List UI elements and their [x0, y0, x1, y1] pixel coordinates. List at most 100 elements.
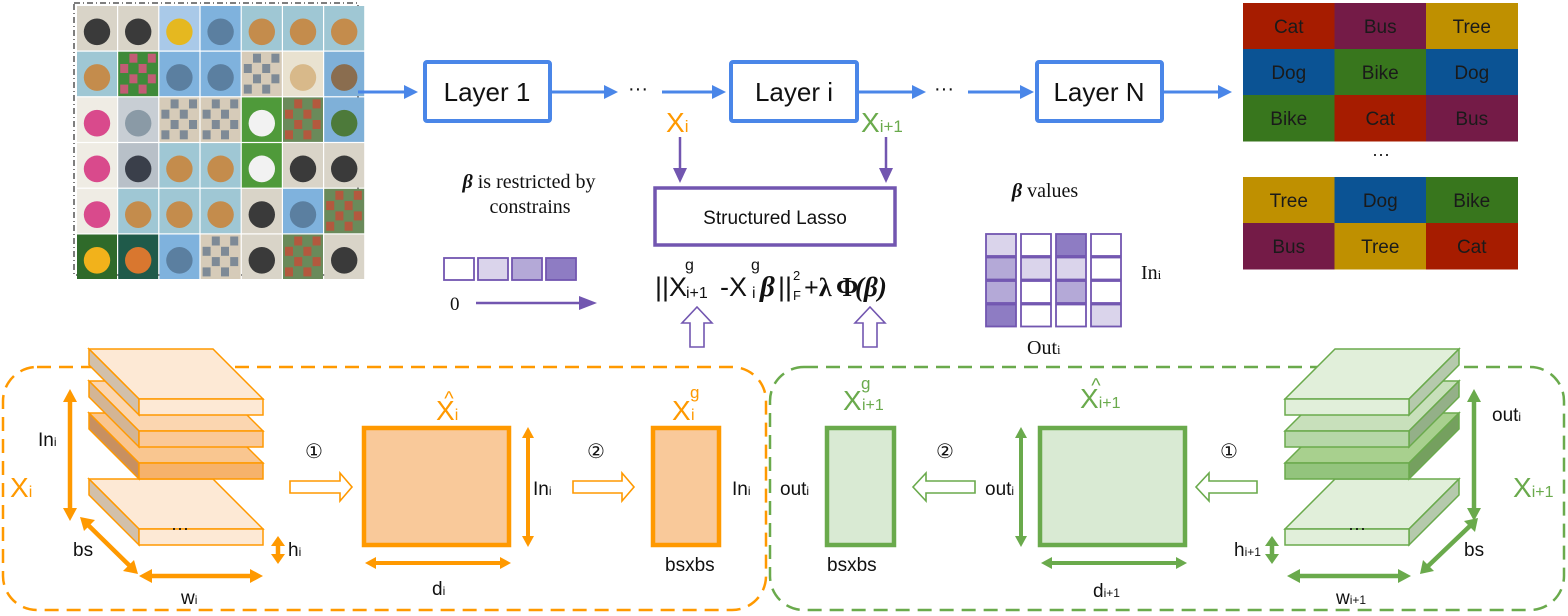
formula-part-1: ||X: [655, 272, 687, 302]
predicted-label-cell: Cat: [1334, 95, 1427, 142]
input-flattened-matrix: [361, 425, 512, 548]
image-tile-dog: [241, 6, 282, 51]
image-tile-cat: [77, 6, 117, 51]
output-flattened-height-label: outi: [985, 479, 1014, 500]
output-tensor-dots: ···: [1348, 518, 1366, 538]
image-tile-cow: [241, 97, 282, 142]
feature-map-slab: [87, 347, 265, 417]
image-tile-cat: [324, 234, 365, 279]
image-tile-mosaic: [159, 97, 200, 142]
predicted-label-cell: Bus: [1426, 95, 1518, 142]
pipeline-ellipsis-1: ···: [628, 78, 648, 100]
predicted-label-cell: Tree: [1243, 177, 1335, 224]
image-tile-mosaic: [200, 97, 241, 142]
predicted-label-text: Tree: [1270, 191, 1308, 212]
formula-part-3: ||: [778, 272, 792, 302]
layer-i-box[interactable]: Layer i: [729, 60, 859, 123]
beta-cell: [1055, 256, 1087, 281]
beta-cell: [1055, 233, 1087, 257]
layer-1-box[interactable]: Layer 1: [423, 60, 552, 123]
input-hat-symbol: ^: [444, 388, 454, 410]
hollow-up-arrow-icon: [853, 305, 887, 348]
image-tile-cat: [241, 234, 282, 279]
predicted-label-text: Bike: [1362, 63, 1399, 84]
constraint-level-swatches: [443, 257, 577, 281]
image-tile-van: [283, 51, 323, 97]
layer-1-label: Layer 1: [444, 77, 531, 107]
beta-cell: [1090, 233, 1122, 257]
predicted-label-cell: Dog: [1243, 49, 1335, 96]
arrowhead-icon: [879, 168, 893, 183]
input-feature-panel: Xi Ini ··· bs wi: [1, 347, 768, 612]
output-flattened-label: Xi+1: [1080, 383, 1121, 414]
arrowhead-icon: [1218, 85, 1232, 99]
predicted-label-text: Dog: [1363, 191, 1398, 212]
hollow-up-arrow-icon: [680, 305, 714, 348]
image-tile-dog: [200, 188, 241, 234]
constraint-legend: β is restricted by constrains 0: [443, 171, 597, 315]
predicted-label-cell: Bike: [1334, 49, 1427, 96]
output-tensor-label: Xi+1: [1513, 472, 1554, 503]
output-grouped-height-label: outi: [780, 479, 809, 500]
predicted-label-cell: Bus: [1334, 3, 1427, 50]
output-panel-border: [768, 365, 1566, 612]
output-bs-label: bs: [1464, 540, 1484, 561]
output-channels-dimension-arrow: [1467, 389, 1481, 521]
predicted-label-cell: Cat: [1243, 3, 1335, 50]
image-tile-texture: [283, 97, 323, 142]
image-tile-dog: [200, 143, 241, 188]
formula-sub-1: i+1: [686, 285, 708, 302]
image-tile-dog: [118, 188, 159, 234]
image-tile-flowers: [118, 51, 159, 97]
beta-cell: [1020, 256, 1052, 281]
predicted-label-text: Bike: [1453, 191, 1490, 212]
output-h-dimension-arrow: [1265, 536, 1279, 564]
hollow-left-arrow-icon: [1194, 470, 1258, 504]
arrowhead-icon: [579, 296, 597, 310]
output-tensor-slabs: [1283, 347, 1461, 547]
image-tile-dog: [77, 51, 117, 97]
constraint-zero-label: 0: [450, 294, 460, 315]
formula-part-2: -X: [720, 272, 747, 302]
constraint-caption-line2: constrains: [489, 196, 570, 218]
predicted-label-text: Dog: [1454, 63, 1489, 84]
beta-cell: [985, 280, 1017, 304]
image-tile-cat: [118, 6, 159, 51]
beta-cell: [985, 233, 1017, 257]
formula-pow: 2: [793, 268, 800, 283]
output-hat-symbol: ^: [1091, 375, 1101, 397]
input-flattened-width-label: di: [432, 579, 445, 600]
formula-sup-2: g: [751, 257, 760, 274]
right-step-1-marker: ①: [1220, 441, 1238, 463]
output-flattened-width-label: di+1: [1093, 581, 1120, 602]
pipeline-ellipsis-2: ···: [934, 78, 954, 100]
predicted-label-cell: Tree: [1426, 3, 1518, 50]
layer-n-box[interactable]: Layer N: [1035, 60, 1164, 123]
right-step-2-marker: ②: [936, 441, 954, 463]
feature-map-slab: [87, 477, 265, 547]
image-tile-mosaic: [200, 234, 241, 279]
predicted-label-cell: Bike: [1426, 177, 1518, 224]
image-tile-car: [200, 6, 241, 51]
output-flattened-width-arrow: [1041, 557, 1187, 569]
image-tile-basketball: [118, 234, 159, 279]
input-bs-label: bs: [73, 540, 93, 561]
hollow-left-arrow-icon: [911, 470, 976, 504]
image-tile-car: [159, 51, 200, 97]
image-tile-cow: [241, 143, 282, 188]
constraint-caption-line1: β is restricted by: [462, 171, 596, 193]
arrowhead-icon: [604, 85, 618, 99]
image-tile-bus: [159, 6, 200, 51]
structured-lasso-label: Structured Lasso: [703, 208, 847, 229]
layer-n-label: Layer N: [1053, 77, 1144, 107]
predicted-label-cell: Dog: [1426, 49, 1518, 96]
predicted-label-text: Cat: [1457, 237, 1487, 258]
arrowhead-icon: [404, 85, 418, 99]
predicted-label-text: Bus: [1272, 237, 1305, 258]
input-tensor-dots: ···: [171, 518, 189, 538]
structured-lasso-box[interactable]: Structured Lasso: [653, 186, 897, 247]
input-width-dimension-arrow: [139, 569, 263, 583]
feature-xi-label: Xi: [666, 107, 688, 138]
image-tile-bike: [77, 97, 117, 142]
